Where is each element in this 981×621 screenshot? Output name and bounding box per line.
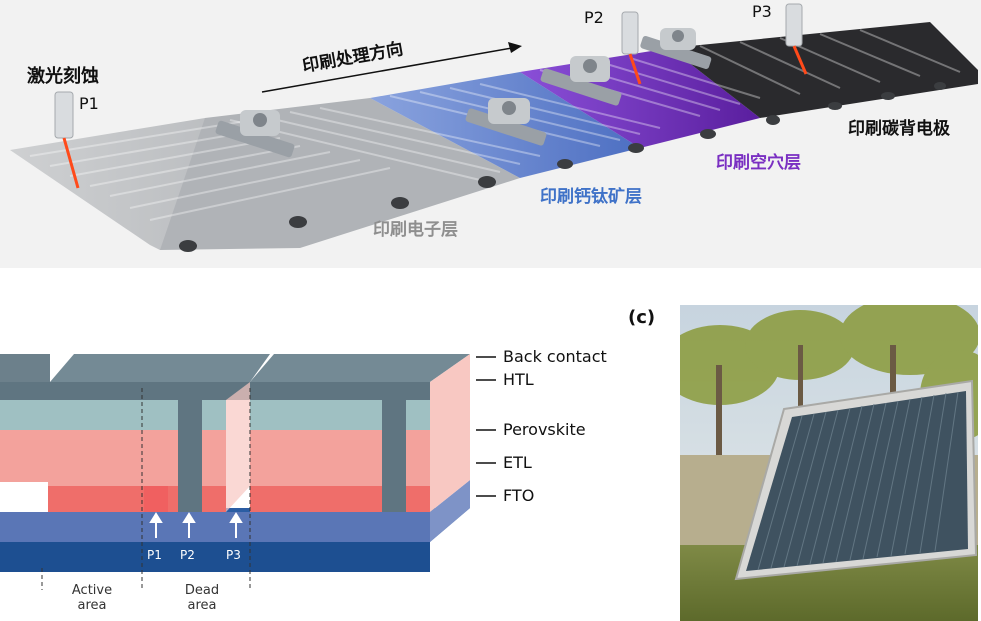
panel-c-label: (c) <box>628 307 656 328</box>
printing-line-illustration <box>10 3 978 252</box>
dead-area-label: Dead area <box>184 583 220 613</box>
cross-section-panel: Back contact HTL Perovskite ETL FTO P1 P… <box>0 268 680 621</box>
layer-label-fto: FTO <box>503 486 535 505</box>
print-head-2 <box>465 98 547 146</box>
laser-head-p3 <box>785 3 808 75</box>
glass-layer <box>0 542 430 572</box>
rollers <box>179 82 946 252</box>
module-outdoor-photo <box>680 305 978 621</box>
module-cell-stripes <box>757 391 959 571</box>
laser-p1-label: P1 <box>79 94 99 113</box>
scribe-arrows <box>149 512 243 538</box>
laser-p2-label: P2 <box>584 8 604 27</box>
tree-trunks <box>716 345 896 495</box>
perovskite-layer-label: 印刷钙钛矿层 <box>540 187 642 207</box>
fto-side <box>430 480 470 542</box>
laser-etching-label: 激光刻蚀 <box>27 66 99 87</box>
direction-arrow <box>261 42 522 93</box>
p1-gap <box>144 486 168 512</box>
carbon-layer-region <box>670 22 978 118</box>
print-head-1 <box>215 110 295 158</box>
fto-layer <box>0 512 430 542</box>
layer-label-perovskite: Perovskite <box>503 420 586 439</box>
laser-head-p1 <box>54 91 80 189</box>
layer-label-back-contact: Back contact <box>503 347 607 366</box>
laser-p3-label: P3 <box>752 2 772 21</box>
cut-label-p3: P3 <box>226 548 241 562</box>
layer-label-etl: ETL <box>503 453 532 472</box>
carbon-electrode-label: 印刷碳背电极 <box>848 119 950 139</box>
module-photo <box>680 305 978 621</box>
active-area-label: Active area <box>71 583 113 613</box>
cell-cross-section <box>0 354 496 590</box>
left-white-gap <box>0 482 48 512</box>
hole-layer-label: 印刷空穴层 <box>716 153 801 173</box>
layer-leaders <box>476 356 496 497</box>
printing-process-panel: 激光刻蚀 P1 P2 P3 印刷处理方向 印刷电子层 印刷钙钛矿层 印刷空穴层 … <box>0 0 981 268</box>
print-head-3 <box>540 56 622 106</box>
cut-label-p1: P1 <box>147 548 162 562</box>
right-cell <box>250 354 470 512</box>
cut-label-p2: P2 <box>180 548 195 562</box>
layer-label-htl: HTL <box>503 370 534 389</box>
laser-head-p2 <box>621 11 642 85</box>
electron-layer-label: 印刷电子层 <box>373 220 458 240</box>
module-active-surface <box>746 391 968 571</box>
print-head-4 <box>640 28 712 70</box>
area-guides <box>41 388 251 590</box>
middle-cell <box>50 354 270 512</box>
